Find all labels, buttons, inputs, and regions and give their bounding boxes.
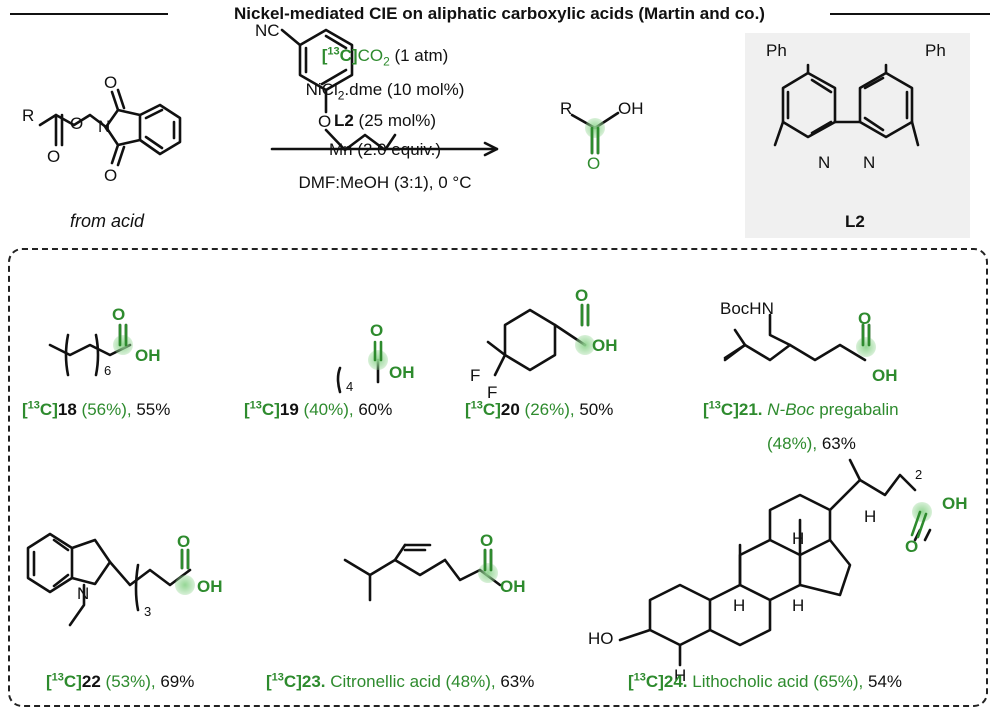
atom-ph: Ph <box>766 41 787 60</box>
atom-ho: HO <box>588 629 614 648</box>
product-label-18: [13C]18 (56%), 55% <box>22 399 171 419</box>
subscript-n: 2 <box>915 467 923 482</box>
atom-h: H <box>792 529 805 548</box>
atom-n: N <box>863 153 876 172</box>
subscript-n: 3 <box>144 604 152 619</box>
condition-solvent: DMF:MeOH (3:1), 0 °C <box>298 173 472 192</box>
atom-r: R <box>22 106 35 125</box>
atom-h: H <box>864 507 877 526</box>
atom-oh: OH <box>618 99 644 118</box>
ligand-label: L2 <box>845 212 865 231</box>
product-panel <box>8 248 988 707</box>
atom-n: N <box>77 584 90 603</box>
figure-title: Nickel-mediated CIE on aliphatic carboxy… <box>234 4 765 23</box>
condition-ligand: L2 (25 mol%) <box>333 111 437 130</box>
product-label-19: [13C]19 (40%), 60% <box>244 399 393 419</box>
title-rule-right <box>830 13 990 15</box>
product-label-23: [13C]23. Citronellic acid (48%), 63% <box>266 671 535 691</box>
atom-f: F <box>470 366 481 385</box>
atom-o: O <box>575 286 589 305</box>
condition-reagent: [13C]CO2 (1 atm) <box>321 45 449 69</box>
product-label-22: [13C]22 (53%), 69% <box>46 671 195 691</box>
atom-o: O <box>104 73 118 92</box>
atom-r: R <box>560 99 573 118</box>
atom-h: H <box>792 596 805 615</box>
subscript-n: 6 <box>104 363 112 378</box>
atom-h: H <box>674 666 687 685</box>
atom-o: O <box>47 147 61 166</box>
atom-o: O <box>587 154 601 173</box>
atom-oh: OH <box>872 366 898 385</box>
condition-reductant: Mn (2.0 equiv.) <box>328 140 442 159</box>
atom-o: O <box>177 532 191 551</box>
atom-oh: OH <box>942 494 968 513</box>
atom-nc: NC <box>255 21 280 40</box>
title-rule-left <box>10 13 168 15</box>
atom-ph: Ph <box>925 41 946 60</box>
atom-oh: OH <box>197 577 223 596</box>
atom-n: N <box>818 153 831 172</box>
atom-o: O <box>318 112 332 131</box>
atom-o: O <box>858 309 872 328</box>
product-label-20: [13C]20 (26%), 50% <box>465 399 614 419</box>
atom-oh: OH <box>135 346 161 365</box>
substrate-caption: from acid <box>70 211 145 231</box>
product-label-24: [13C]24. Lithocholic acid (65%), 54% <box>628 671 903 691</box>
product-label-21: [13C]21. N-Boc pregabalin <box>703 399 899 419</box>
atom-o: O <box>104 166 118 185</box>
atom-o: O <box>70 114 84 133</box>
atom-bochn: BocHN <box>720 299 774 318</box>
atom-oh: OH <box>500 577 526 596</box>
atom-oh: OH <box>592 336 618 355</box>
atom-h: H <box>733 596 746 615</box>
product-label-21-line2: (48%), 63% <box>767 434 856 453</box>
atom-n: N <box>98 117 111 136</box>
atom-o: O <box>112 305 126 324</box>
atom-oh: OH <box>389 363 415 382</box>
condition-catalyst: NiCl2.dme (10 mol%) <box>305 80 465 103</box>
atom-o: O <box>480 531 494 550</box>
atom-o: O <box>905 537 919 556</box>
atom-o: O <box>370 321 384 340</box>
ligand-box <box>745 33 970 238</box>
atom-f: F <box>487 383 498 402</box>
subscript-n: 4 <box>346 379 354 394</box>
